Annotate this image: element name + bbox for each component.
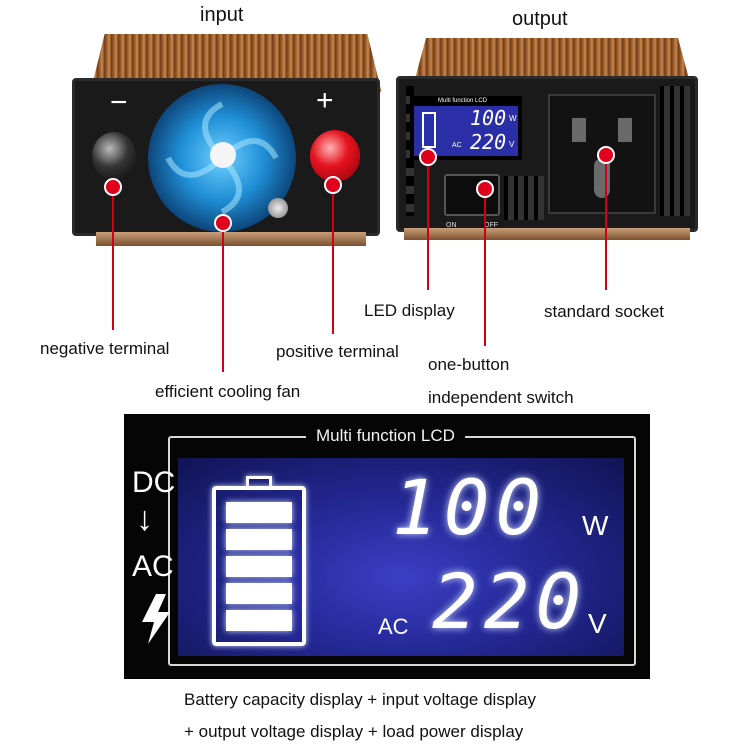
negative-terminal-lead bbox=[112, 196, 114, 330]
mini-lcd-screen: 100 W 220 V AC bbox=[414, 106, 518, 156]
multi-function-lcd: Multi function LCD DC ↓ AC 100 W AC 220 … bbox=[124, 414, 650, 679]
lcd-header-backdrop: Multi function LCD bbox=[306, 426, 465, 446]
led-display-label: LED display bbox=[364, 301, 455, 320]
mini-battery-icon bbox=[422, 112, 436, 148]
mini-lcd-header: Multi function LCD bbox=[438, 98, 488, 104]
output-ac-label: AC bbox=[378, 614, 409, 639]
caption-line-1: Battery capacity display + input voltage… bbox=[184, 690, 537, 709]
battery-bar-2 bbox=[226, 583, 292, 604]
positive-terminal-knob bbox=[310, 130, 360, 182]
ground-screw bbox=[268, 198, 288, 218]
lcd-header: Multi function LCD bbox=[316, 426, 455, 445]
led-display-lead bbox=[427, 166, 429, 290]
battery-cap bbox=[246, 476, 272, 486]
cooling-fan-label: efficient cooling fan bbox=[155, 382, 301, 401]
standard-socket-lead bbox=[605, 164, 607, 290]
positive-terminal-marker bbox=[324, 176, 342, 194]
ac-label: AC bbox=[132, 550, 174, 583]
battery-bar-3 bbox=[226, 556, 292, 577]
standard-socket-label: standard socket bbox=[544, 302, 665, 321]
mini-power-unit: W bbox=[509, 114, 517, 123]
switch-label-line1: one-button bbox=[428, 355, 510, 374]
lightning-icon bbox=[142, 594, 170, 644]
switch-lead bbox=[484, 198, 486, 346]
output-voltage-unit: V bbox=[588, 608, 607, 639]
output-title: output bbox=[512, 8, 568, 30]
battery-capacity-icon bbox=[212, 476, 306, 646]
output-voltage-value: 220 bbox=[432, 557, 588, 646]
mini-voltage-value: 220 bbox=[470, 130, 507, 154]
socket-ground-slot bbox=[594, 158, 610, 198]
switch-marker bbox=[476, 180, 494, 198]
lcd-screen: 100 W AC 220 V bbox=[178, 458, 624, 656]
switch-label-line2: independent switch bbox=[428, 388, 574, 407]
positive-terminal-label: positive terminal bbox=[276, 342, 399, 361]
minus-symbol: − bbox=[110, 86, 128, 119]
plus-symbol: + bbox=[316, 84, 334, 117]
mini-power-value: 100 bbox=[470, 106, 507, 130]
negative-terminal-knob bbox=[92, 132, 136, 180]
mini-voltage-unit: V bbox=[509, 140, 515, 149]
cooling-fan-marker bbox=[214, 214, 232, 232]
negative-terminal-label: negative terminal bbox=[40, 339, 170, 358]
positive-terminal-lead bbox=[332, 194, 334, 334]
right-vents bbox=[660, 86, 690, 216]
middle-vents bbox=[504, 176, 544, 220]
battery-bar-5 bbox=[226, 502, 292, 523]
battery-bar-1 bbox=[226, 610, 292, 631]
socket-right-slot bbox=[618, 118, 632, 142]
dc-to-ac-arrow-icon: ↓ bbox=[136, 500, 153, 538]
socket-left-slot bbox=[572, 118, 586, 142]
input-mount-bracket bbox=[96, 232, 366, 246]
load-power-value: 100 bbox=[392, 463, 548, 552]
fan-hub bbox=[210, 142, 236, 168]
battery-bar-4 bbox=[226, 529, 292, 550]
led-display-marker bbox=[419, 148, 437, 166]
caption-line-2: + output voltage display + load power di… bbox=[184, 722, 524, 741]
mini-ac-label: AC bbox=[452, 142, 462, 149]
cooling-fan-lead bbox=[222, 232, 224, 372]
input-title: input bbox=[200, 4, 244, 26]
standard-socket-marker bbox=[597, 146, 615, 164]
negative-terminal-marker bbox=[104, 178, 122, 196]
switch-off-label: OFF bbox=[484, 222, 498, 229]
load-power-unit: W bbox=[582, 510, 609, 541]
dc-label: DC bbox=[132, 466, 176, 499]
output-mount-bracket bbox=[404, 228, 690, 240]
switch-on-label: ON bbox=[446, 222, 457, 229]
battery-outline bbox=[212, 486, 306, 646]
